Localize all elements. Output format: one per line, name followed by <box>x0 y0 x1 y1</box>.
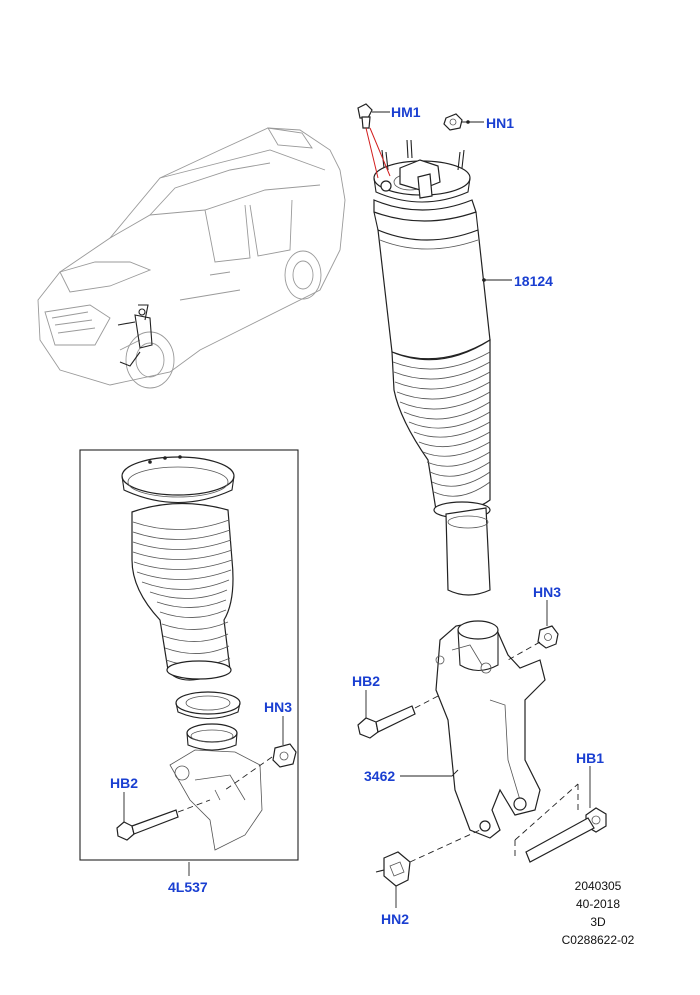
bolt-hb2 <box>357 705 416 739</box>
callout-hn1[interactable]: HN1 <box>486 115 514 131</box>
callout-3462[interactable]: 3462 <box>364 768 395 784</box>
kit-boot-clamp <box>186 723 238 751</box>
callout-18124[interactable]: 18124 <box>514 273 553 289</box>
callout-hb1[interactable]: HB1 <box>576 750 604 766</box>
footer-line-4: C0288622-02 <box>562 933 635 947</box>
air-spring-body <box>373 199 491 360</box>
nut-hn1 <box>443 113 463 131</box>
nut-hn2 <box>375 851 411 887</box>
footer-line-1: 2040305 <box>575 879 622 893</box>
footer-line-2: 40-2018 <box>576 897 620 911</box>
callout-hm1[interactable]: HM1 <box>391 104 421 120</box>
kit-inset-frame <box>79 449 299 861</box>
kit-nut-hn3 <box>272 743 297 768</box>
strut-top-mount <box>373 139 471 203</box>
footer-line-3: 3D <box>590 915 606 929</box>
strut-bellows <box>391 338 491 519</box>
damper-tube <box>445 507 491 596</box>
callout-4l537[interactable]: 4L537 <box>168 879 208 895</box>
nut-hn3 <box>537 625 559 649</box>
kit-knuckle-fragment <box>169 749 263 851</box>
kit-bellows-boot <box>131 502 234 681</box>
kit-dust-cover-ring <box>121 455 235 503</box>
vehicle-illustration <box>37 127 346 389</box>
callout-hn3-inset[interactable]: HN3 <box>264 699 292 715</box>
kit-bolt-hb2 <box>116 809 179 841</box>
callout-hb2-inset[interactable]: HB2 <box>110 775 138 791</box>
callout-hn2[interactable]: HN2 <box>381 911 409 927</box>
callout-hn3-right[interactable]: HN3 <box>533 584 561 600</box>
bolt-hb1 <box>525 807 607 863</box>
callout-hb2-right[interactable]: HB2 <box>352 673 380 689</box>
height-sensor-hm1 <box>357 103 391 179</box>
steering-knuckle <box>435 620 546 839</box>
kit-spring-seat <box>175 691 241 720</box>
